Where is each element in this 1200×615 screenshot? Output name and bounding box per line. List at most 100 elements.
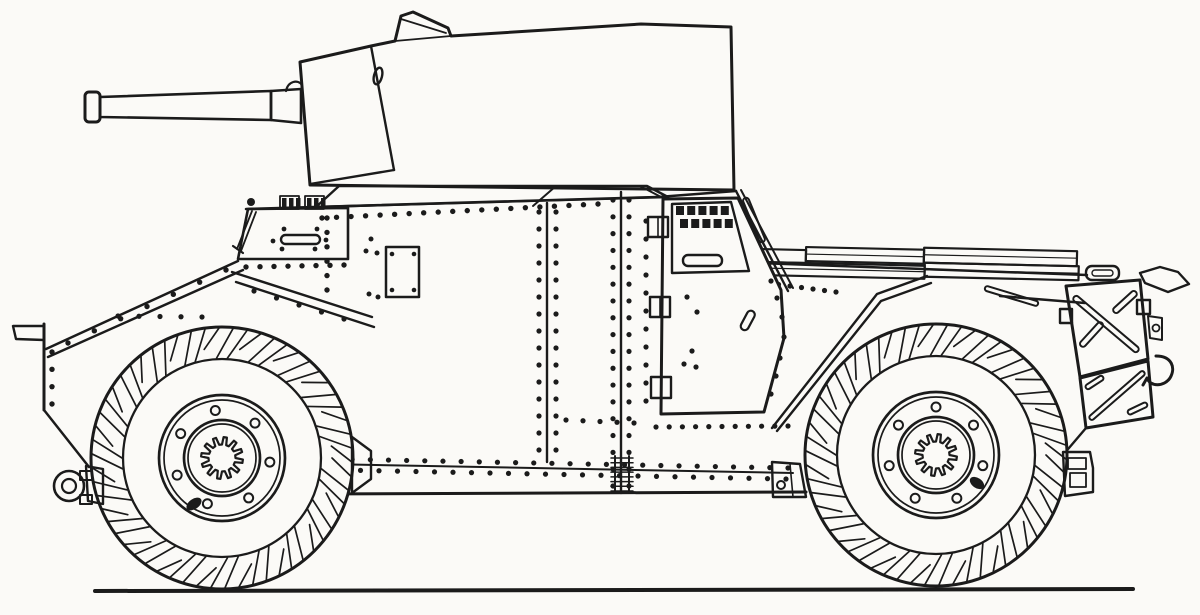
seam-mid-rivets-right-rivet bbox=[553, 413, 559, 419]
rear-wheel-tread-mark bbox=[870, 556, 897, 569]
front-wheel-tread-mark bbox=[265, 545, 270, 582]
front-wheel-tread-mark bbox=[251, 550, 260, 586]
front-wheel-rim-ring bbox=[187, 423, 257, 493]
rear-mudflap-bracket bbox=[770, 460, 808, 499]
lap-seam-rivets-upper-rivet bbox=[676, 463, 682, 469]
lap-seam-rivets-upper-rivet bbox=[440, 458, 446, 464]
front-wheel-tread-mark bbox=[325, 492, 340, 518]
seam-rear-rivets-left-rivet bbox=[610, 247, 616, 254]
lap-seam-rivets-lower-rivet bbox=[598, 472, 604, 478]
driver-plate-rivets-rivet bbox=[341, 262, 347, 268]
seam-rear-rivets-right-rivet bbox=[626, 331, 632, 338]
front-fender-slope-upper bbox=[230, 270, 374, 319]
rear-wheel-tread-mark bbox=[834, 372, 852, 405]
seam-rear-rivets-left-rivet bbox=[610, 331, 616, 338]
mid-hull-short-rivet-row-rivet bbox=[614, 419, 620, 425]
seam-rear-rivets-left-rivet bbox=[610, 214, 616, 220]
rear-mudflap-bolt bbox=[776, 480, 786, 490]
turret-pistol-port bbox=[372, 66, 384, 86]
roofline-rivets-rivet bbox=[566, 202, 572, 209]
rear-wheel-tread-mark bbox=[940, 326, 962, 356]
rear-bumperette bbox=[1061, 450, 1095, 498]
mid-hull-short-rivet-row-rivet bbox=[631, 420, 637, 426]
seam-rear-rivets-right-rivet bbox=[626, 348, 632, 355]
driver-plate-rivets-rivet bbox=[327, 262, 333, 268]
front-wheel-tread-mark bbox=[306, 508, 324, 541]
lap-seam-rivets-lower-rivet bbox=[727, 475, 734, 481]
under-door-rivets-rivet bbox=[719, 423, 725, 430]
rear-wheel-tread-mark bbox=[938, 552, 954, 586]
side-vision-port-plate bbox=[384, 245, 421, 299]
lap-seam-rivets-upper-rivet bbox=[603, 461, 610, 467]
turret-body bbox=[298, 10, 736, 192]
seam-rear-rivets-left-rivet bbox=[610, 399, 616, 405]
roofline-rivets-rivet bbox=[450, 208, 456, 215]
rear-wheel-tread-mark bbox=[807, 478, 843, 488]
seam-rear-rivets-left-rivet bbox=[610, 264, 616, 270]
front-wheel-tread-mark bbox=[95, 425, 114, 447]
rear-rack-lower bbox=[1078, 359, 1155, 430]
lap-seam-rivets-upper-rivet bbox=[567, 461, 573, 467]
seam-mid-rivets-left-rivet bbox=[536, 209, 542, 215]
rear-wheel-tread-mark bbox=[1020, 402, 1057, 405]
mantlet-bottom bbox=[308, 168, 396, 186]
glacis-rivets-rivet bbox=[91, 328, 98, 334]
slat-3-line bbox=[766, 267, 926, 273]
wheel-arch-rivets-rivet bbox=[178, 314, 184, 320]
front-wheel-tread-mark bbox=[169, 334, 179, 362]
seam-rear-rivets-right-rivet bbox=[626, 382, 632, 388]
vision-port-scatter-rivets bbox=[375, 294, 381, 300]
nose-rivets-rivet bbox=[49, 401, 55, 407]
rear-fender-edge-b bbox=[775, 281, 933, 433]
front-wheel-tread-mark bbox=[330, 445, 353, 463]
vision-slit-bolts bbox=[281, 226, 287, 232]
tow-shackle-outer bbox=[52, 469, 86, 503]
rack-clamp-left bbox=[1058, 307, 1074, 325]
lap-seam-rivets-upper-rivet bbox=[640, 462, 646, 468]
seam-mid-rivets-right-rivet bbox=[553, 430, 559, 436]
seam-mid-rivets-left-rivet bbox=[536, 413, 542, 419]
rear-wheel-tread-mark bbox=[829, 522, 865, 532]
slat-1-line bbox=[805, 253, 925, 258]
front-wheel-tread-mark bbox=[144, 545, 177, 565]
rear-wheel-tread-mark bbox=[1022, 520, 1029, 549]
rear-wheel-tread-mark bbox=[1045, 454, 1066, 474]
under-door-rivets-rivet bbox=[679, 424, 686, 430]
front-wheel-hub-bolt bbox=[209, 404, 221, 416]
rear-wheel-tread-mark bbox=[896, 552, 921, 580]
fender-slope-rivets-rivet bbox=[273, 295, 280, 301]
front-wheel-tread-mark bbox=[124, 540, 152, 546]
lap-seam-rivets-upper-rivet bbox=[785, 465, 791, 471]
rear-fender-rivets-rivet bbox=[821, 287, 828, 294]
rear-wheel-tread-inner-ring bbox=[835, 354, 1037, 556]
vision-slit-bolts bbox=[312, 246, 318, 252]
roofline-rivets-rivet bbox=[522, 204, 529, 211]
driver-plate-rivets-rivet bbox=[271, 263, 277, 270]
rear-wheel-tread-mark bbox=[809, 422, 828, 444]
seam-rear-rivets-left-rivet bbox=[610, 281, 616, 287]
door-face-rivets bbox=[684, 294, 690, 300]
front-wheel-tread-mark bbox=[104, 398, 129, 427]
front-wheel-tread-mark bbox=[196, 566, 217, 587]
rear-wheel-tread-mark bbox=[1014, 390, 1051, 396]
slat-2-line bbox=[923, 254, 1078, 259]
seam-mid-rivets-left-rivet bbox=[536, 345, 542, 351]
front-wheel-tread-mark bbox=[93, 481, 129, 491]
vision-port-scatter-rivets bbox=[374, 250, 380, 256]
door-face-rivets bbox=[689, 348, 695, 354]
mid-hull-short-rivet-row-rivet bbox=[597, 418, 603, 425]
driver-strut-b bbox=[240, 211, 257, 252]
vision-port-bolts bbox=[411, 287, 417, 293]
roofline-rivets-rivet bbox=[464, 207, 470, 214]
front-wheel-tread-mark bbox=[129, 364, 144, 399]
seam-rear-rivets-right-rivet bbox=[626, 432, 632, 439]
door-hinge-rivet-column-rivet bbox=[643, 380, 649, 386]
rear-shackle-hole bbox=[1151, 323, 1161, 333]
deck-grab-handle-inner bbox=[1091, 269, 1114, 277]
turret-sight-fin-inner bbox=[400, 18, 447, 34]
lap-seam-rivets-lower-rivet bbox=[450, 469, 456, 475]
rear-wheel-tread-mark bbox=[929, 324, 948, 356]
glacis-rivets-rivet bbox=[223, 267, 229, 273]
vision-port-bolts bbox=[389, 251, 395, 257]
roofline-rivets-rivet bbox=[420, 210, 427, 216]
